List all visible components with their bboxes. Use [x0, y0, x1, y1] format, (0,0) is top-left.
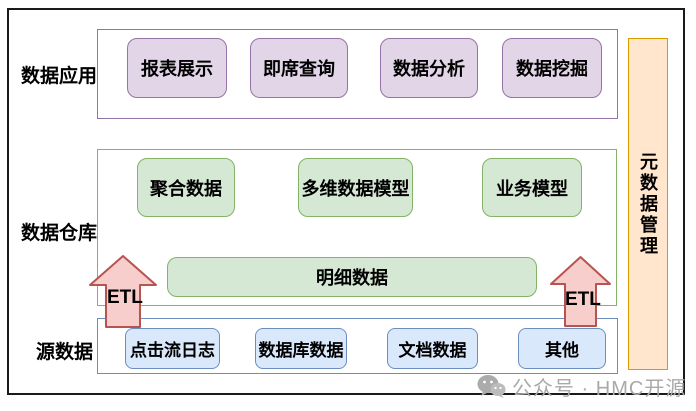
app-box-adhoc-query: 即席查询	[250, 38, 348, 98]
layer-label-data-warehouse: 数据仓库	[21, 223, 98, 244]
wh-box-multidim-model: 多维数据模型	[298, 158, 413, 217]
src-box-database-data: 数据库数据	[255, 328, 347, 369]
wh-box-detail-data: 明细数据	[167, 257, 537, 297]
metadata-management-sidebar: 元数据管理	[628, 38, 668, 370]
wechat-icon	[477, 374, 506, 399]
etl-up-arrow-left	[89, 255, 157, 328]
app-box-data-mining: 数据挖掘	[502, 38, 602, 98]
watermark-text: 公众号 · HMC开源	[512, 378, 687, 400]
etl-up-arrow-right	[550, 256, 611, 327]
etl-label-right: ETL	[565, 289, 601, 310]
app-box-report-display: 报表展示	[127, 38, 227, 98]
wh-box-business-model: 业务模型	[482, 158, 582, 217]
app-box-data-analysis: 数据分析	[380, 38, 478, 98]
layer-label-source-data: 源数据	[36, 342, 94, 363]
layer-label-data-application: 数据应用	[21, 66, 98, 87]
src-box-clickstream-log: 点击流日志	[125, 328, 220, 369]
src-box-other: 其他	[518, 328, 606, 369]
etl-label-left: ETL	[107, 287, 143, 308]
watermark: 公众号 · HMC开源	[477, 372, 686, 401]
metadata-management-label: 元数据管理	[638, 151, 658, 257]
wh-box-aggregated-data: 聚合数据	[137, 158, 235, 217]
src-box-document-data: 文档数据	[387, 328, 478, 369]
